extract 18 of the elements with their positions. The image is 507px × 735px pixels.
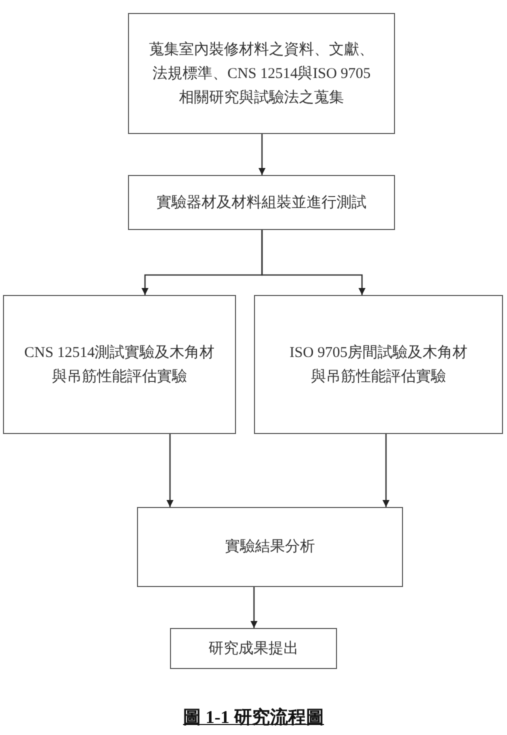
arrow (258, 134, 266, 175)
process-box (128, 13, 395, 134)
process-box (137, 507, 403, 587)
box-text: 研究成果提出 (208, 640, 298, 658)
process-box (170, 628, 337, 669)
box-text: ISO 9705房間試驗及木角材與吊筋性能評估實驗 (288, 343, 468, 386)
process-box (128, 175, 395, 230)
arrow (250, 587, 258, 628)
box-text: 實驗器材及材料組裝並進行測試 (156, 194, 366, 212)
process-box (254, 295, 503, 434)
box-text: CNS 12514測試實驗及木角材與吊筋性能評估實驗 (23, 344, 216, 386)
figure-caption: 圖 1-1 研究流程圖 (183, 706, 324, 729)
box-text: 實驗結果分析 (225, 538, 315, 557)
box-text: 蒐集室內裝修材料之資料、文獻、法規標準、CNS 12514與ISO 9705相關研究與試驗法之蒐集 (148, 40, 375, 108)
arrow (261, 230, 366, 295)
arrow (166, 434, 174, 507)
process-box (3, 295, 236, 434)
arrow (382, 434, 390, 507)
